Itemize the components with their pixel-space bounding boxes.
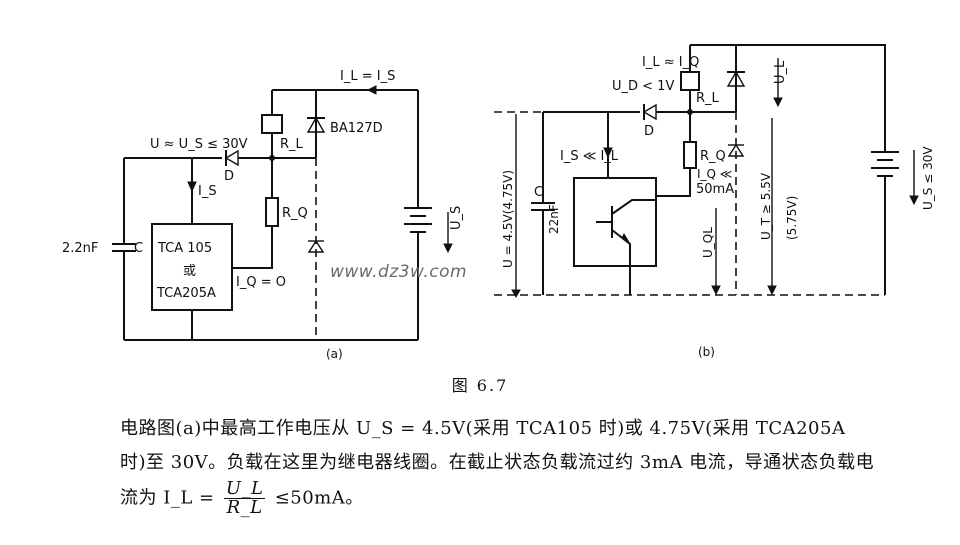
watermark: www.dz3w.com xyxy=(330,262,468,282)
a-ic-line1: TCA 105 xyxy=(157,241,212,256)
paragraph-line-3-suffix: ≤50mA。 xyxy=(274,487,364,509)
b-diode-d xyxy=(642,103,657,121)
a-diode-d xyxy=(224,149,239,167)
a-cap-name: C xyxy=(134,241,143,256)
diagram-a: I_L = I_S R_L BA127D U ≈ U_S ≤ 30V D I_S xyxy=(62,69,464,361)
a-diode-label: BA127D xyxy=(330,121,383,136)
b-relay-coil xyxy=(680,71,700,91)
paragraph-line-1: 电路图(a)中最高工作电压从 U_S = 4.5V(采用 TCA105 时)或 … xyxy=(120,418,846,439)
b-resistor-rq xyxy=(683,141,697,169)
diagram-b: I_L ≈ I_Q R_L U_L U_D < 1V D I_S ≪ I_L xyxy=(494,44,935,359)
a-relay-coil xyxy=(261,114,283,134)
a-resistor-rq xyxy=(265,197,279,227)
a-us-label: U_S xyxy=(449,206,464,230)
a-cap-value: 2.2nF xyxy=(62,241,98,256)
a-rl-label: R_L xyxy=(280,137,304,152)
b-zener-symbol xyxy=(727,143,745,157)
b-us-label: U_S ≤ 30V xyxy=(921,146,935,210)
b-is-arrow xyxy=(603,147,613,159)
a-rq-label: R_Q xyxy=(282,206,308,221)
b-ut-arrow xyxy=(767,285,777,296)
b-u-label: U = 4.5V(4.75V) xyxy=(501,170,515,268)
b-uql-label: U_QL xyxy=(701,227,715,258)
b-top-wire xyxy=(690,44,886,152)
b-ut-label: U_T ≥ 5.5V xyxy=(759,172,773,240)
b-ut-value: (5.75V) xyxy=(785,196,799,240)
a-freewheel-diode xyxy=(306,116,326,133)
paragraph-line-3-prefix: 流为 I_L = xyxy=(120,487,215,509)
fraction-numerator: U_L xyxy=(223,478,266,499)
b-rq-label: R_Q xyxy=(700,149,726,164)
b-cap-name: C xyxy=(534,185,543,200)
a-us-arrow xyxy=(443,243,453,254)
b-ul-label: U_L xyxy=(773,60,788,84)
a-zener-symbol xyxy=(307,239,325,253)
fraction-denominator: R_L xyxy=(226,497,263,518)
b-iq-value: 50mA xyxy=(696,182,734,197)
b-il-label: I_L ≈ I_Q xyxy=(642,55,699,70)
b-iq-label: I_Q ≪ xyxy=(697,167,732,181)
b-ic-box xyxy=(573,177,657,267)
a-battery xyxy=(404,207,432,233)
figure-caption: 图 6.7 xyxy=(451,376,509,395)
b-u-arrow xyxy=(511,289,521,299)
a-current-arrow xyxy=(366,85,377,95)
a-is-label: I_S xyxy=(198,184,217,199)
b-us-arrow xyxy=(909,195,919,206)
a-d-label: D xyxy=(224,169,234,184)
a-voltage-label: U ≈ U_S ≤ 30V xyxy=(150,137,248,152)
a-iq-label: I_Q = O xyxy=(236,275,286,290)
a-top-current-label: I_L = I_S xyxy=(340,69,395,84)
b-ud-label: U_D < 1V xyxy=(612,79,674,94)
paragraph-line-2: 时)至 30V。负载在这里为继电器线圈。在截止状态负载流过约 3mA 电流，导通… xyxy=(120,452,875,473)
formula-fraction: U_L R_L xyxy=(223,478,266,518)
a-ic-line2: 或 xyxy=(183,264,196,279)
b-freewheel-diode xyxy=(726,70,746,87)
b-is-label: I_S ≪ I_L xyxy=(560,149,619,164)
a-ic-box xyxy=(151,223,233,311)
b-d-label: D xyxy=(644,124,654,139)
b-ul-arrow xyxy=(773,97,783,108)
b-battery xyxy=(871,151,899,177)
a-figure-label: (a) xyxy=(326,347,343,361)
a-ic-line3: TCA205A xyxy=(156,286,216,301)
b-figure-label: (b) xyxy=(698,345,715,359)
b-transistor-symbol xyxy=(596,199,656,266)
a-is-arrow xyxy=(187,181,197,193)
b-cap-value: 22nF xyxy=(547,204,561,234)
b-uql-arrow xyxy=(711,285,721,296)
b-rl-label: R_L xyxy=(696,91,720,106)
paragraph-line-3: 流为 I_L = U_L R_L ≤50mA。 xyxy=(120,480,920,517)
